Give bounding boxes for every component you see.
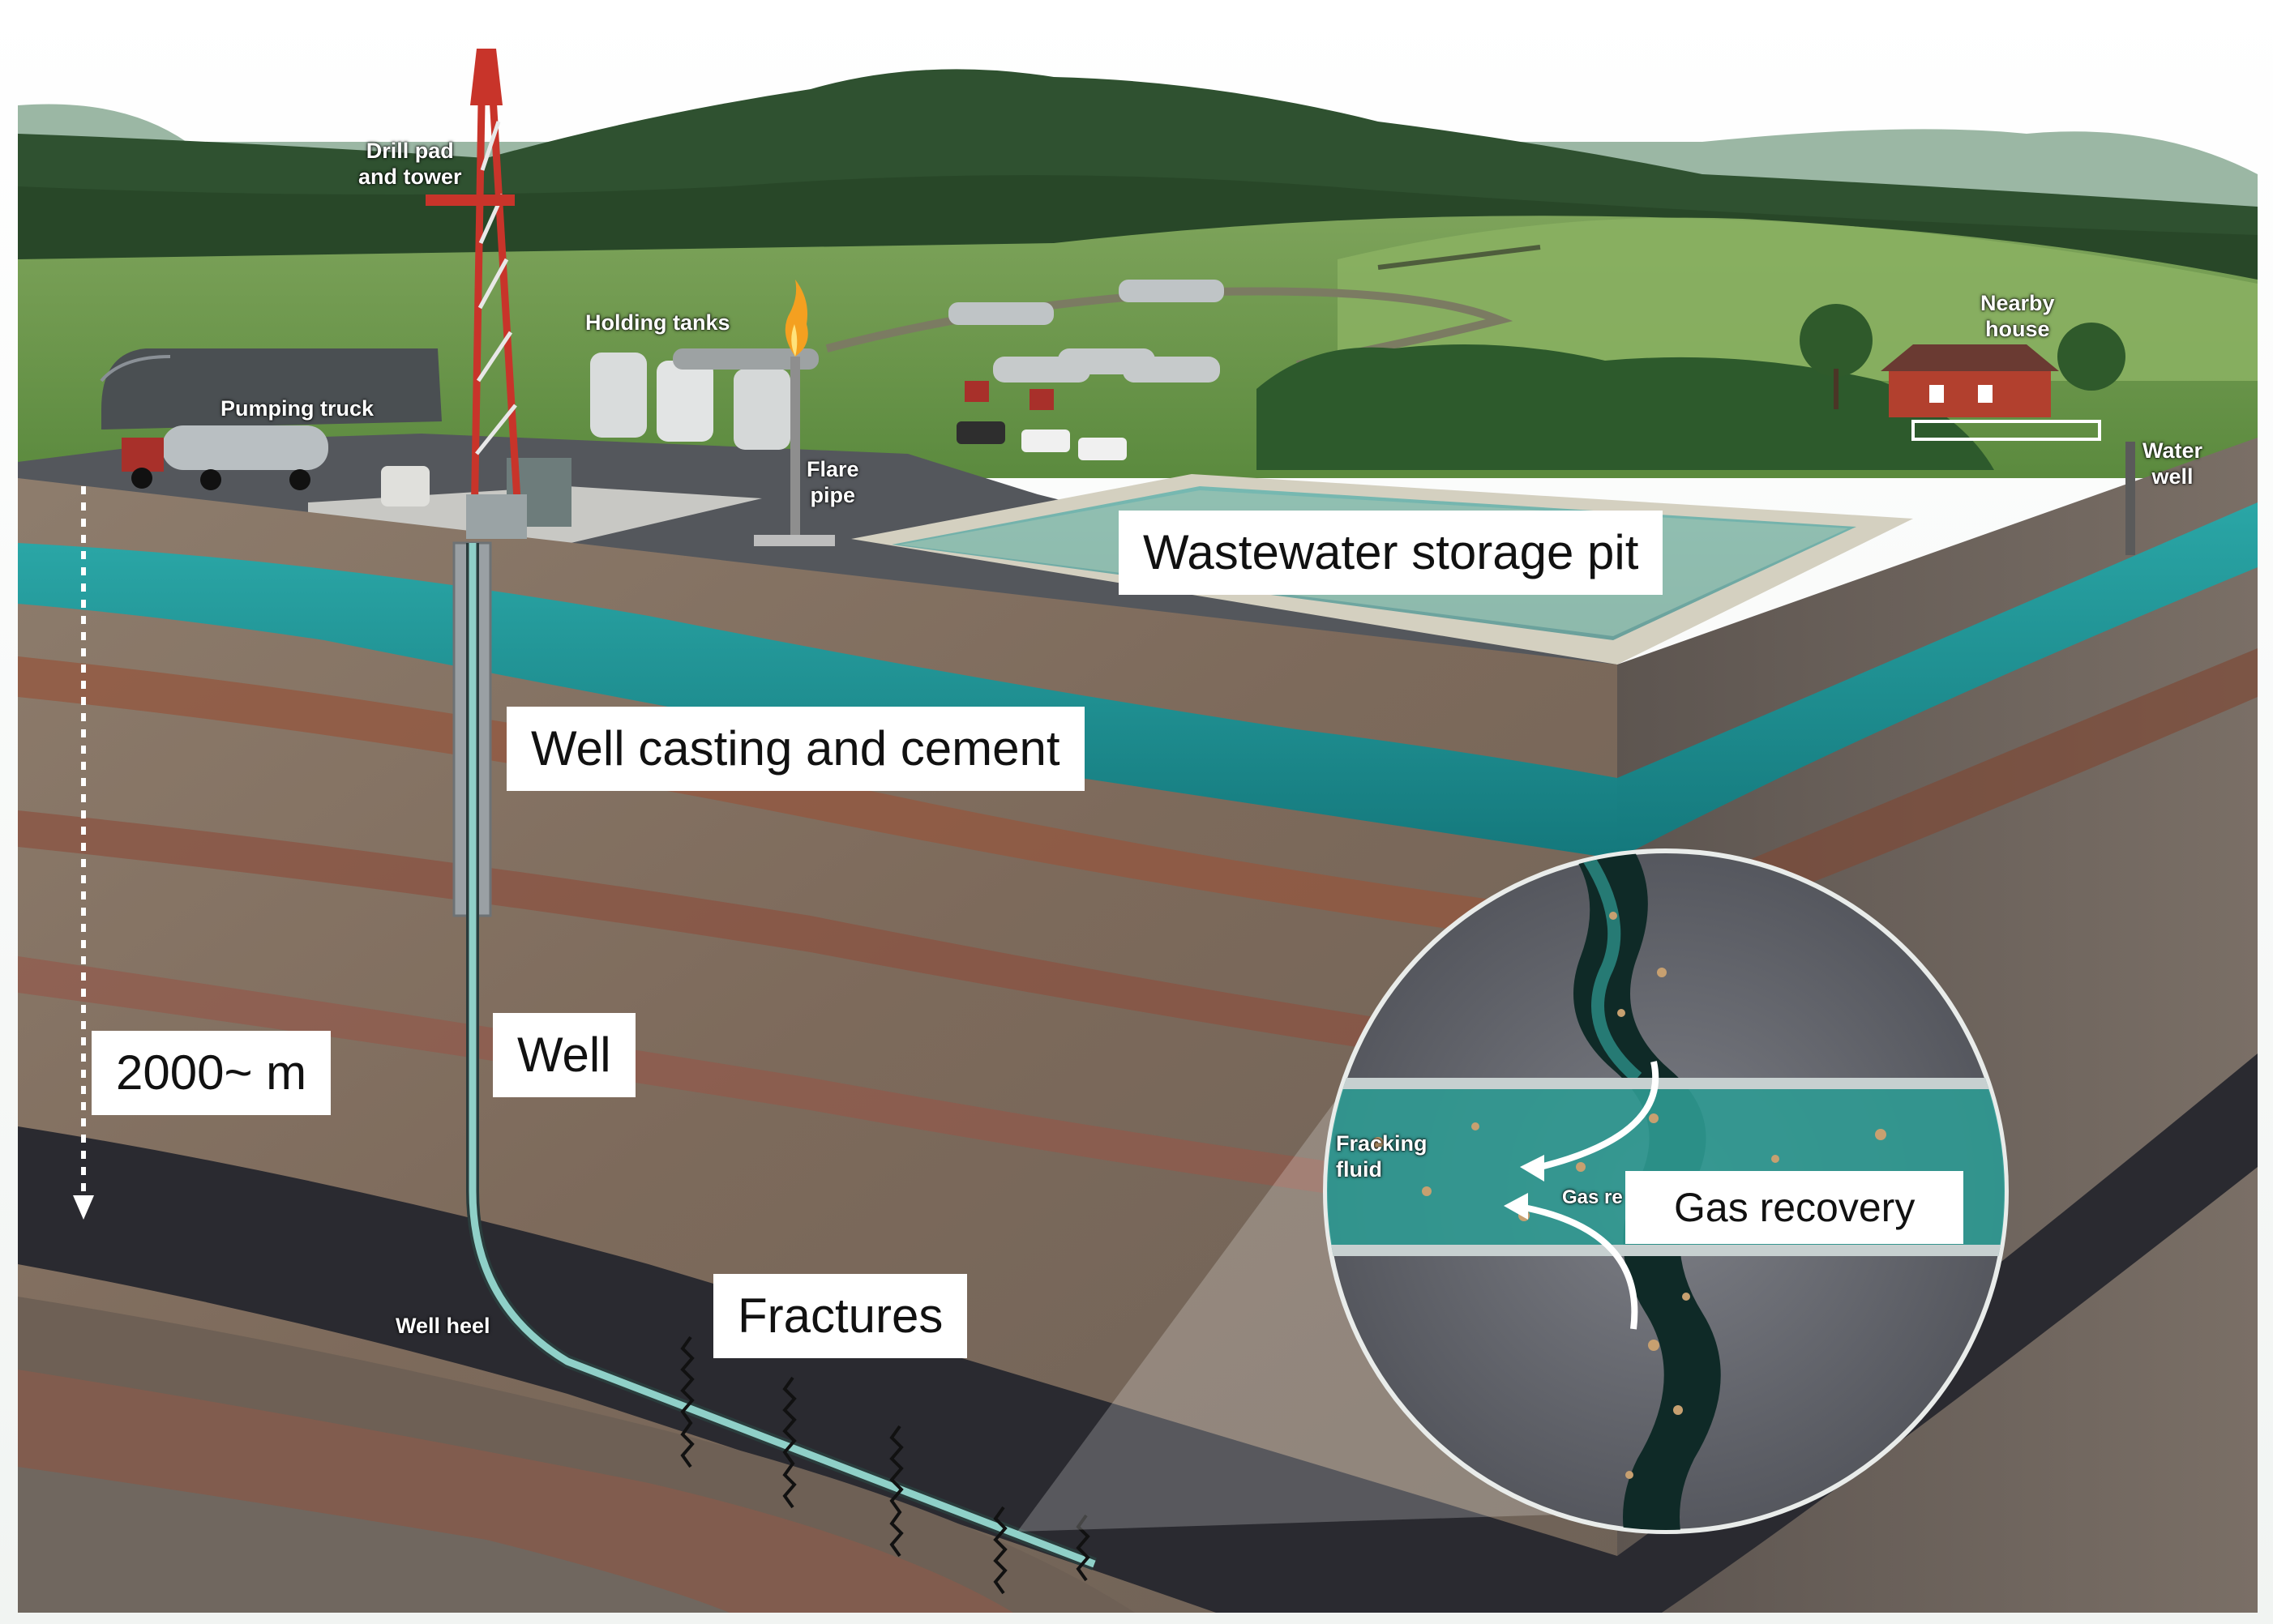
label-depth: 2000~ m bbox=[92, 1031, 332, 1115]
label-water-well-line1: Water bbox=[2142, 438, 2203, 463]
label-flare-pipe: Flare pipe bbox=[807, 456, 859, 508]
label-well: Well bbox=[493, 1013, 636, 1097]
tree-cluster bbox=[1256, 344, 1994, 470]
shale-layer bbox=[18, 1126, 1617, 1613]
label-flare-line1: Flare bbox=[807, 457, 859, 481]
fracture-marks bbox=[680, 1336, 1090, 1595]
label-drill-pad-line1: Drill pad bbox=[366, 139, 454, 163]
aquifer-layer bbox=[18, 543, 1617, 859]
label-nearby-line1: Nearby bbox=[1980, 291, 2055, 315]
nearby-house-illustration bbox=[1800, 304, 2125, 441]
label-water-well: Water well bbox=[2142, 438, 2202, 489]
label-drill-pad-line2: and tower bbox=[358, 165, 462, 189]
label-flare-line2: pipe bbox=[810, 483, 856, 507]
label-gas-re: Gas re bbox=[1562, 1186, 1623, 1208]
drill-tower-illustration bbox=[426, 49, 527, 539]
label-fracking-line1: Fracking bbox=[1336, 1131, 1428, 1156]
label-gas-recovery: Gas recovery bbox=[1625, 1171, 1964, 1244]
dirt-road-2 bbox=[1377, 245, 1541, 270]
label-water-well-line2: well bbox=[2151, 464, 2194, 489]
right-hill bbox=[1338, 217, 2258, 381]
tanker-trucks-illustration bbox=[948, 280, 1224, 460]
water-well-pipe bbox=[2125, 442, 2135, 555]
label-wastewater-storage-pit: Wastewater storage pit bbox=[1119, 511, 1663, 595]
depth-arrow bbox=[73, 486, 94, 1220]
label-well-heel: Well heel bbox=[396, 1314, 490, 1338]
holding-tanks-illustration bbox=[590, 348, 819, 450]
label-fractures: Fractures bbox=[713, 1274, 968, 1358]
pumping-truck-illustration bbox=[100, 348, 442, 490]
label-drill-pad: Drill pad and tower bbox=[358, 138, 462, 190]
flare-pipe-illustration bbox=[754, 280, 835, 546]
side-aquifer bbox=[1617, 502, 2258, 859]
label-nearby-house: Nearby house bbox=[1980, 290, 2055, 342]
label-fracking-fluid: Fracking fluid bbox=[1336, 1130, 1428, 1182]
label-pumping-truck: Pumping truck bbox=[220, 396, 375, 421]
label-fracking-line2: fluid bbox=[1336, 1157, 1382, 1182]
label-nearby-line2: house bbox=[1985, 317, 2050, 341]
label-well-casing-cement: Well casting and cement bbox=[507, 707, 1085, 791]
earth-cross-section bbox=[18, 478, 1617, 1613]
label-holding-tanks: Holding tanks bbox=[585, 310, 730, 335]
